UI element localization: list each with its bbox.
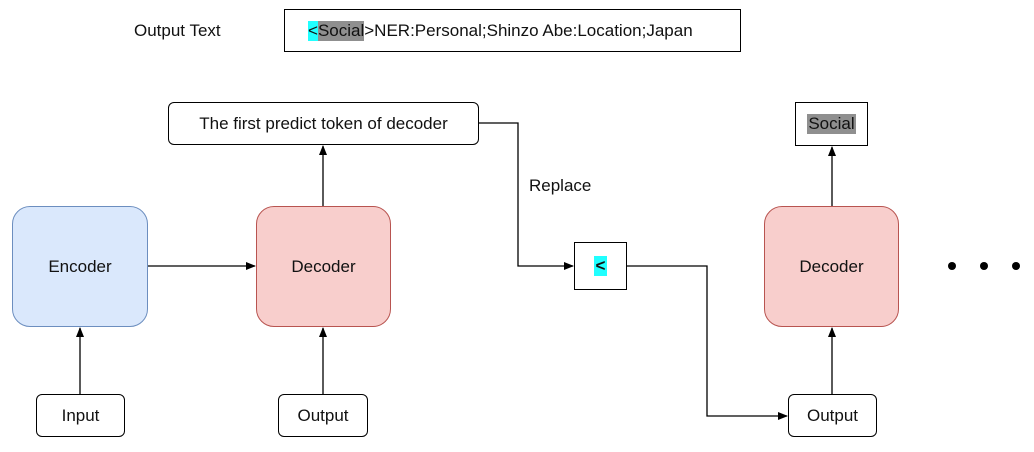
replaced-token: < xyxy=(593,256,608,276)
decoder-block-1: Decoder xyxy=(256,206,391,327)
ellipsis-dot-1 xyxy=(948,262,956,270)
social-token-highlight: Social xyxy=(317,20,365,41)
arrow-token-to-output-2 xyxy=(627,265,788,420)
ellipsis-dot-3 xyxy=(1012,262,1020,270)
replaced-token-box: < xyxy=(574,242,627,290)
predicted-token-box: Social xyxy=(795,102,868,146)
open-bracket-highlight: < xyxy=(308,20,318,41)
replace-label: Replace xyxy=(529,176,592,195)
decoder-block-2: Decoder xyxy=(764,206,899,327)
first-predict-token-box: The first predict token of decoder xyxy=(168,102,479,145)
output-box-2: Output xyxy=(788,394,877,437)
ellipsis-dot-2 xyxy=(980,262,988,270)
input-box: Input xyxy=(36,394,125,437)
arrow-replace xyxy=(479,122,574,270)
encoder-block: Encoder xyxy=(12,206,148,327)
output-text-box: <Social>NER:Personal;Shinzo Abe:Location… xyxy=(284,9,741,52)
predicted-token: Social xyxy=(807,114,856,134)
output-text-label: Output Text xyxy=(134,21,221,40)
output-text-rest: >NER:Personal;Shinzo Abe:Location;Japan xyxy=(364,20,693,40)
output-box-1: Output xyxy=(278,394,368,437)
